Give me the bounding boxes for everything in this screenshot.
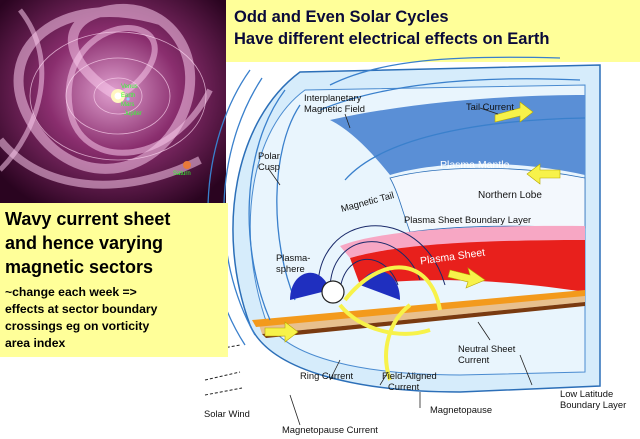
label-plasmasphere: Plasma- (276, 252, 311, 263)
planet-label-jupiter: Jupiter (124, 111, 143, 117)
title-line-1: Odd and Even Solar Cycles (234, 8, 449, 26)
label-polar-cusp: Polar (258, 150, 280, 161)
label-northern-lobe: Northern Lobe (478, 190, 542, 201)
caption-box: Wavy current sheet and hence varying mag… (0, 203, 228, 357)
label-field-aligned: Field-Aligned (382, 370, 437, 381)
caption-line-6: crossings eg on vorticity (5, 319, 150, 333)
label-polar-cusp-2: Cusp (258, 161, 280, 172)
label-plasma-sheet-boundary: Plasma Sheet Boundary Layer (404, 214, 532, 225)
planet-label-venus: Venus (121, 84, 138, 90)
heliospheric-current-sheet-image: Venus Earth Mars Jupiter Saturn (0, 0, 226, 203)
planet-label-earth: Earth (121, 93, 136, 99)
title-box: Odd and Even Solar Cycles Have different… (226, 0, 640, 62)
label-plasma-mantle: Plasma Mantle (440, 159, 510, 171)
label-interplanetary-field: Interplanetary (304, 92, 362, 103)
label-solar-wind: Solar Wind (204, 408, 250, 419)
label-neutral-sheet: Neutral Sheet (458, 343, 516, 354)
label-neutral-sheet-2: Current (458, 354, 490, 365)
title-line-2: Have different electrical effects on Ear… (234, 30, 550, 48)
label-ring-current: Ring Current (300, 370, 354, 381)
caption-line-5: effects at sector boundary (5, 302, 158, 316)
label-magnetopause: Magnetopause (430, 404, 493, 415)
label-low-latitude-2: Boundary Layer (560, 399, 627, 410)
caption-line-1: Wavy current sheet (5, 209, 171, 229)
planet-label-saturn: Saturn (173, 171, 191, 177)
caption-line-4: ~change each week => (5, 285, 137, 299)
caption-line-2: and hence varying (5, 233, 164, 253)
label-low-latitude: Low Latitude (560, 388, 614, 399)
label-interplanetary-field-2: Magnetic Field (304, 103, 365, 114)
label-plasmasphere-2: sphere (276, 263, 305, 274)
label-magnetopause-current: Magnetopause Current (282, 424, 378, 435)
label-tail-current: Tail Current (466, 101, 514, 112)
planet-label-mars: Mars (121, 102, 135, 108)
label-field-aligned-2: Current (388, 381, 420, 392)
caption-line-3: magnetic sectors (5, 257, 154, 277)
caption-line-7: area index (5, 336, 66, 350)
